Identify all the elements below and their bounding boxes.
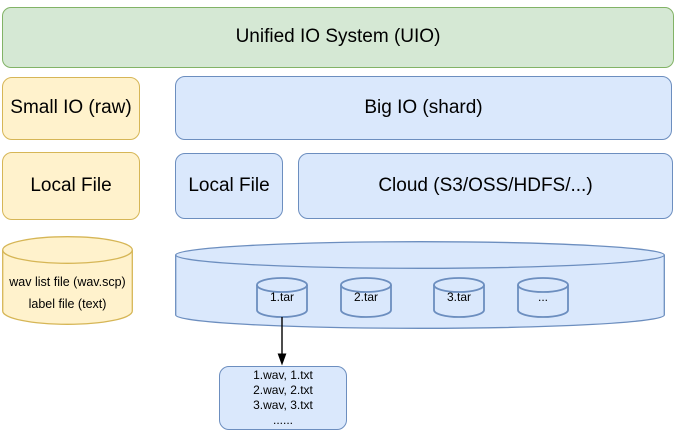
shard-1-label: 1.tar	[269, 290, 294, 304]
shard-content-line: 2.wav, 2.txt	[253, 382, 313, 397]
label-file-line: label file (text)	[28, 297, 107, 311]
shard-pool-cylinder-icon	[175, 241, 665, 329]
small-io-box: Small IO (raw)	[2, 77, 140, 140]
shard-3-label: 3.tar	[446, 290, 471, 304]
shard-content-line: 3.wav, 3.txt	[253, 398, 313, 412]
uio-system-box: Unified IO System (UIO)	[2, 7, 674, 68]
cloud-storage-box: Cloud (S3/OSS/HDFS/...)	[298, 153, 673, 219]
shard-2-cylinder-icon	[340, 277, 392, 318]
shard-2-label: 2.tar	[353, 290, 378, 304]
cloud-storage-label: Cloud (S3/OSS/HDFS/...)	[378, 174, 593, 196]
shard-1-cylinder-icon	[256, 277, 308, 318]
raw-local-file-label: Local File	[30, 174, 112, 196]
big-io-box: Big IO (shard)	[175, 76, 672, 140]
wav-list-file-line: wav list file (wav.scp)	[9, 275, 126, 289]
raw-local-file-box: Local File	[2, 152, 140, 220]
shard-local-file-box: Local File	[175, 153, 283, 219]
small-io-label: Small IO (raw)	[10, 97, 132, 119]
raw-storage-label: wav list file (wav.scp) label file (text…	[2, 271, 133, 315]
shard-contents-box: 1.wav, 1.txt 2.wav, 2.txt 3.wav, 3.txt .…	[219, 366, 347, 430]
raw-storage-cylinder-icon	[2, 236, 133, 325]
shard-content-line: 1.wav, 1.txt	[253, 367, 313, 382]
shard-local-file-label: Local File	[188, 174, 270, 196]
shard-3-cylinder-icon	[433, 277, 485, 318]
shard-more-cylinder-icon	[517, 277, 569, 318]
shard-expand-arrow-icon	[277, 317, 287, 366]
big-io-label: Big IO (shard)	[364, 96, 483, 118]
uio-system-label: Unified IO System (UIO)	[235, 26, 441, 48]
shard-more-label: ...	[537, 290, 548, 304]
shard-content-ellipsis: ......	[272, 413, 293, 428]
